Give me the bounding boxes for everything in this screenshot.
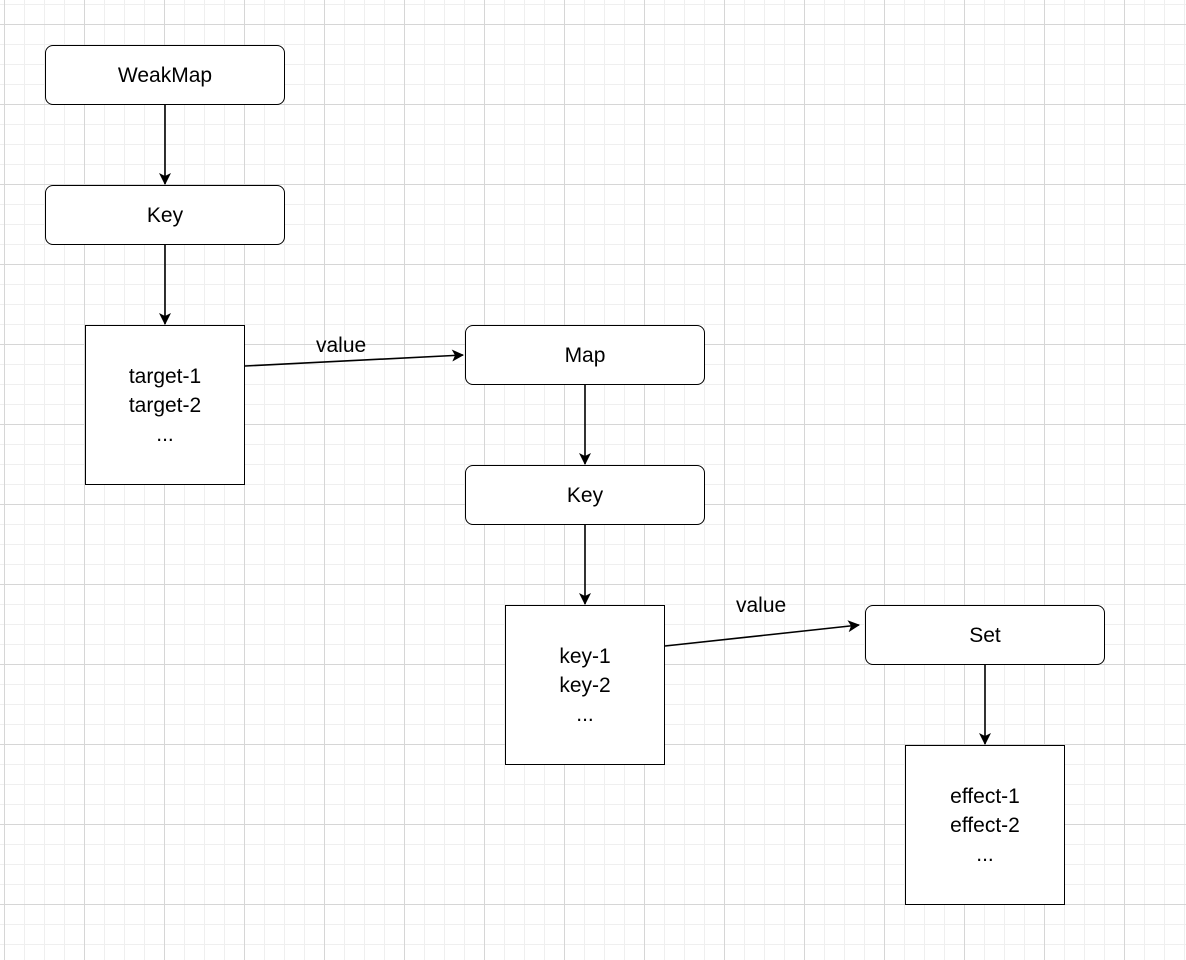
targets-node[interactable]: target-1 target-2 ... — [85, 325, 245, 485]
keys-ellipsis: ... — [576, 702, 594, 726]
keys-node[interactable]: key-1 key-2 ... — [505, 605, 665, 765]
weakmap-label: WeakMap — [117, 63, 213, 87]
edge-label-keys-value: value — [736, 594, 787, 617]
map-node[interactable]: Map — [465, 325, 705, 385]
key-top-label: Key — [146, 203, 184, 227]
key-mid-label: Key — [566, 483, 604, 507]
target-1-label: target-1 — [128, 364, 202, 388]
arrow-targets-to-map — [244, 349, 464, 367]
effect-1-label: effect-1 — [950, 784, 1020, 808]
edge-label-targets-value: value — [316, 334, 367, 357]
effects-node[interactable]: effect-1 effect-2 ... — [905, 745, 1065, 905]
key-1-label: key-1 — [559, 644, 611, 668]
effect-2-label: effect-2 — [950, 813, 1020, 837]
set-label: Set — [969, 623, 1001, 647]
map-label: Map — [564, 343, 606, 367]
set-node[interactable]: Set — [865, 605, 1105, 665]
key-node-top[interactable]: Key — [45, 185, 285, 245]
effects-ellipsis: ... — [976, 842, 994, 866]
arrow-keys-to-set — [664, 620, 860, 647]
weakmap-node[interactable]: WeakMap — [45, 45, 285, 105]
key-2-label: key-2 — [559, 673, 611, 697]
key-node-mid[interactable]: Key — [465, 465, 705, 525]
target-2-label: target-2 — [128, 393, 202, 417]
targets-ellipsis: ... — [156, 422, 174, 446]
